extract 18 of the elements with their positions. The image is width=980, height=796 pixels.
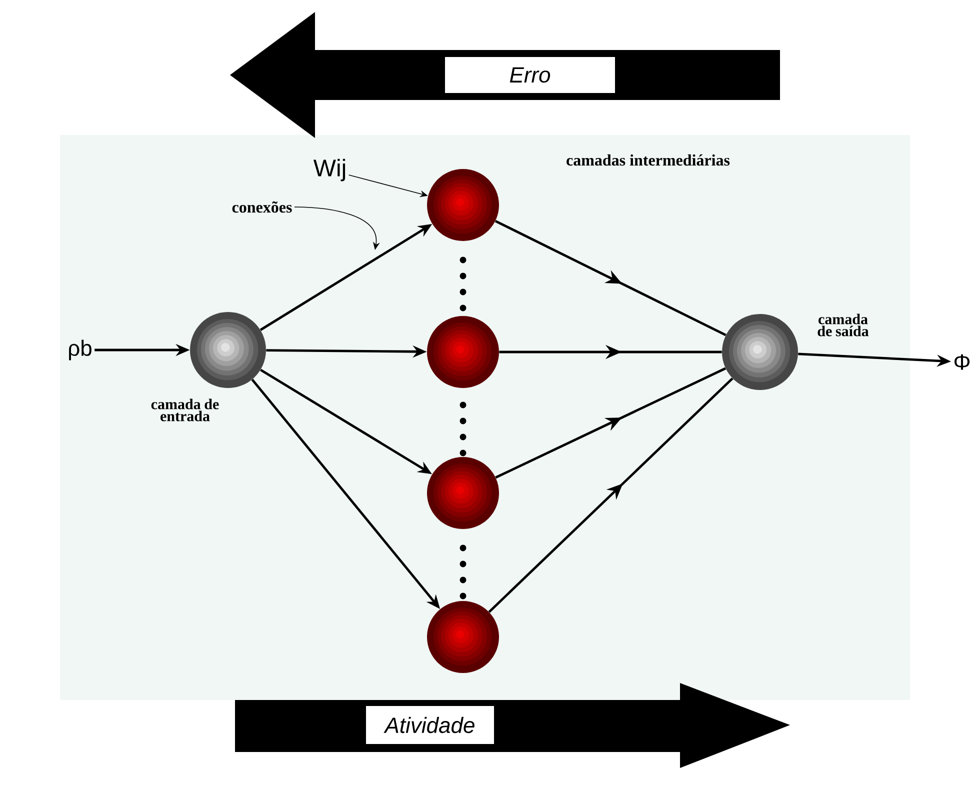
- arrow: [494, 220, 726, 336]
- node-label: Wij: [313, 158, 346, 182]
- arrow-label: Atividade: [366, 706, 494, 744]
- neuron-sphere: [427, 169, 499, 241]
- node-label: conexões: [232, 201, 292, 213]
- arrow: [495, 367, 726, 479]
- arrow: [488, 378, 734, 613]
- neuron-sphere: [722, 314, 798, 390]
- neuron-sphere: [427, 316, 499, 388]
- layer-label: camadas intermediárias: [566, 154, 730, 166]
- neuron-sphere: [427, 457, 499, 529]
- node-label: Φ: [954, 354, 970, 370]
- node-label: ρb: [69, 340, 92, 360]
- layer-label: camada de entrada: [151, 398, 219, 422]
- neuron-sphere: [190, 312, 266, 388]
- neuron-sphere: [427, 601, 499, 673]
- arrow-label: Erro: [445, 57, 615, 93]
- layer-label: camada de saída: [818, 314, 869, 336]
